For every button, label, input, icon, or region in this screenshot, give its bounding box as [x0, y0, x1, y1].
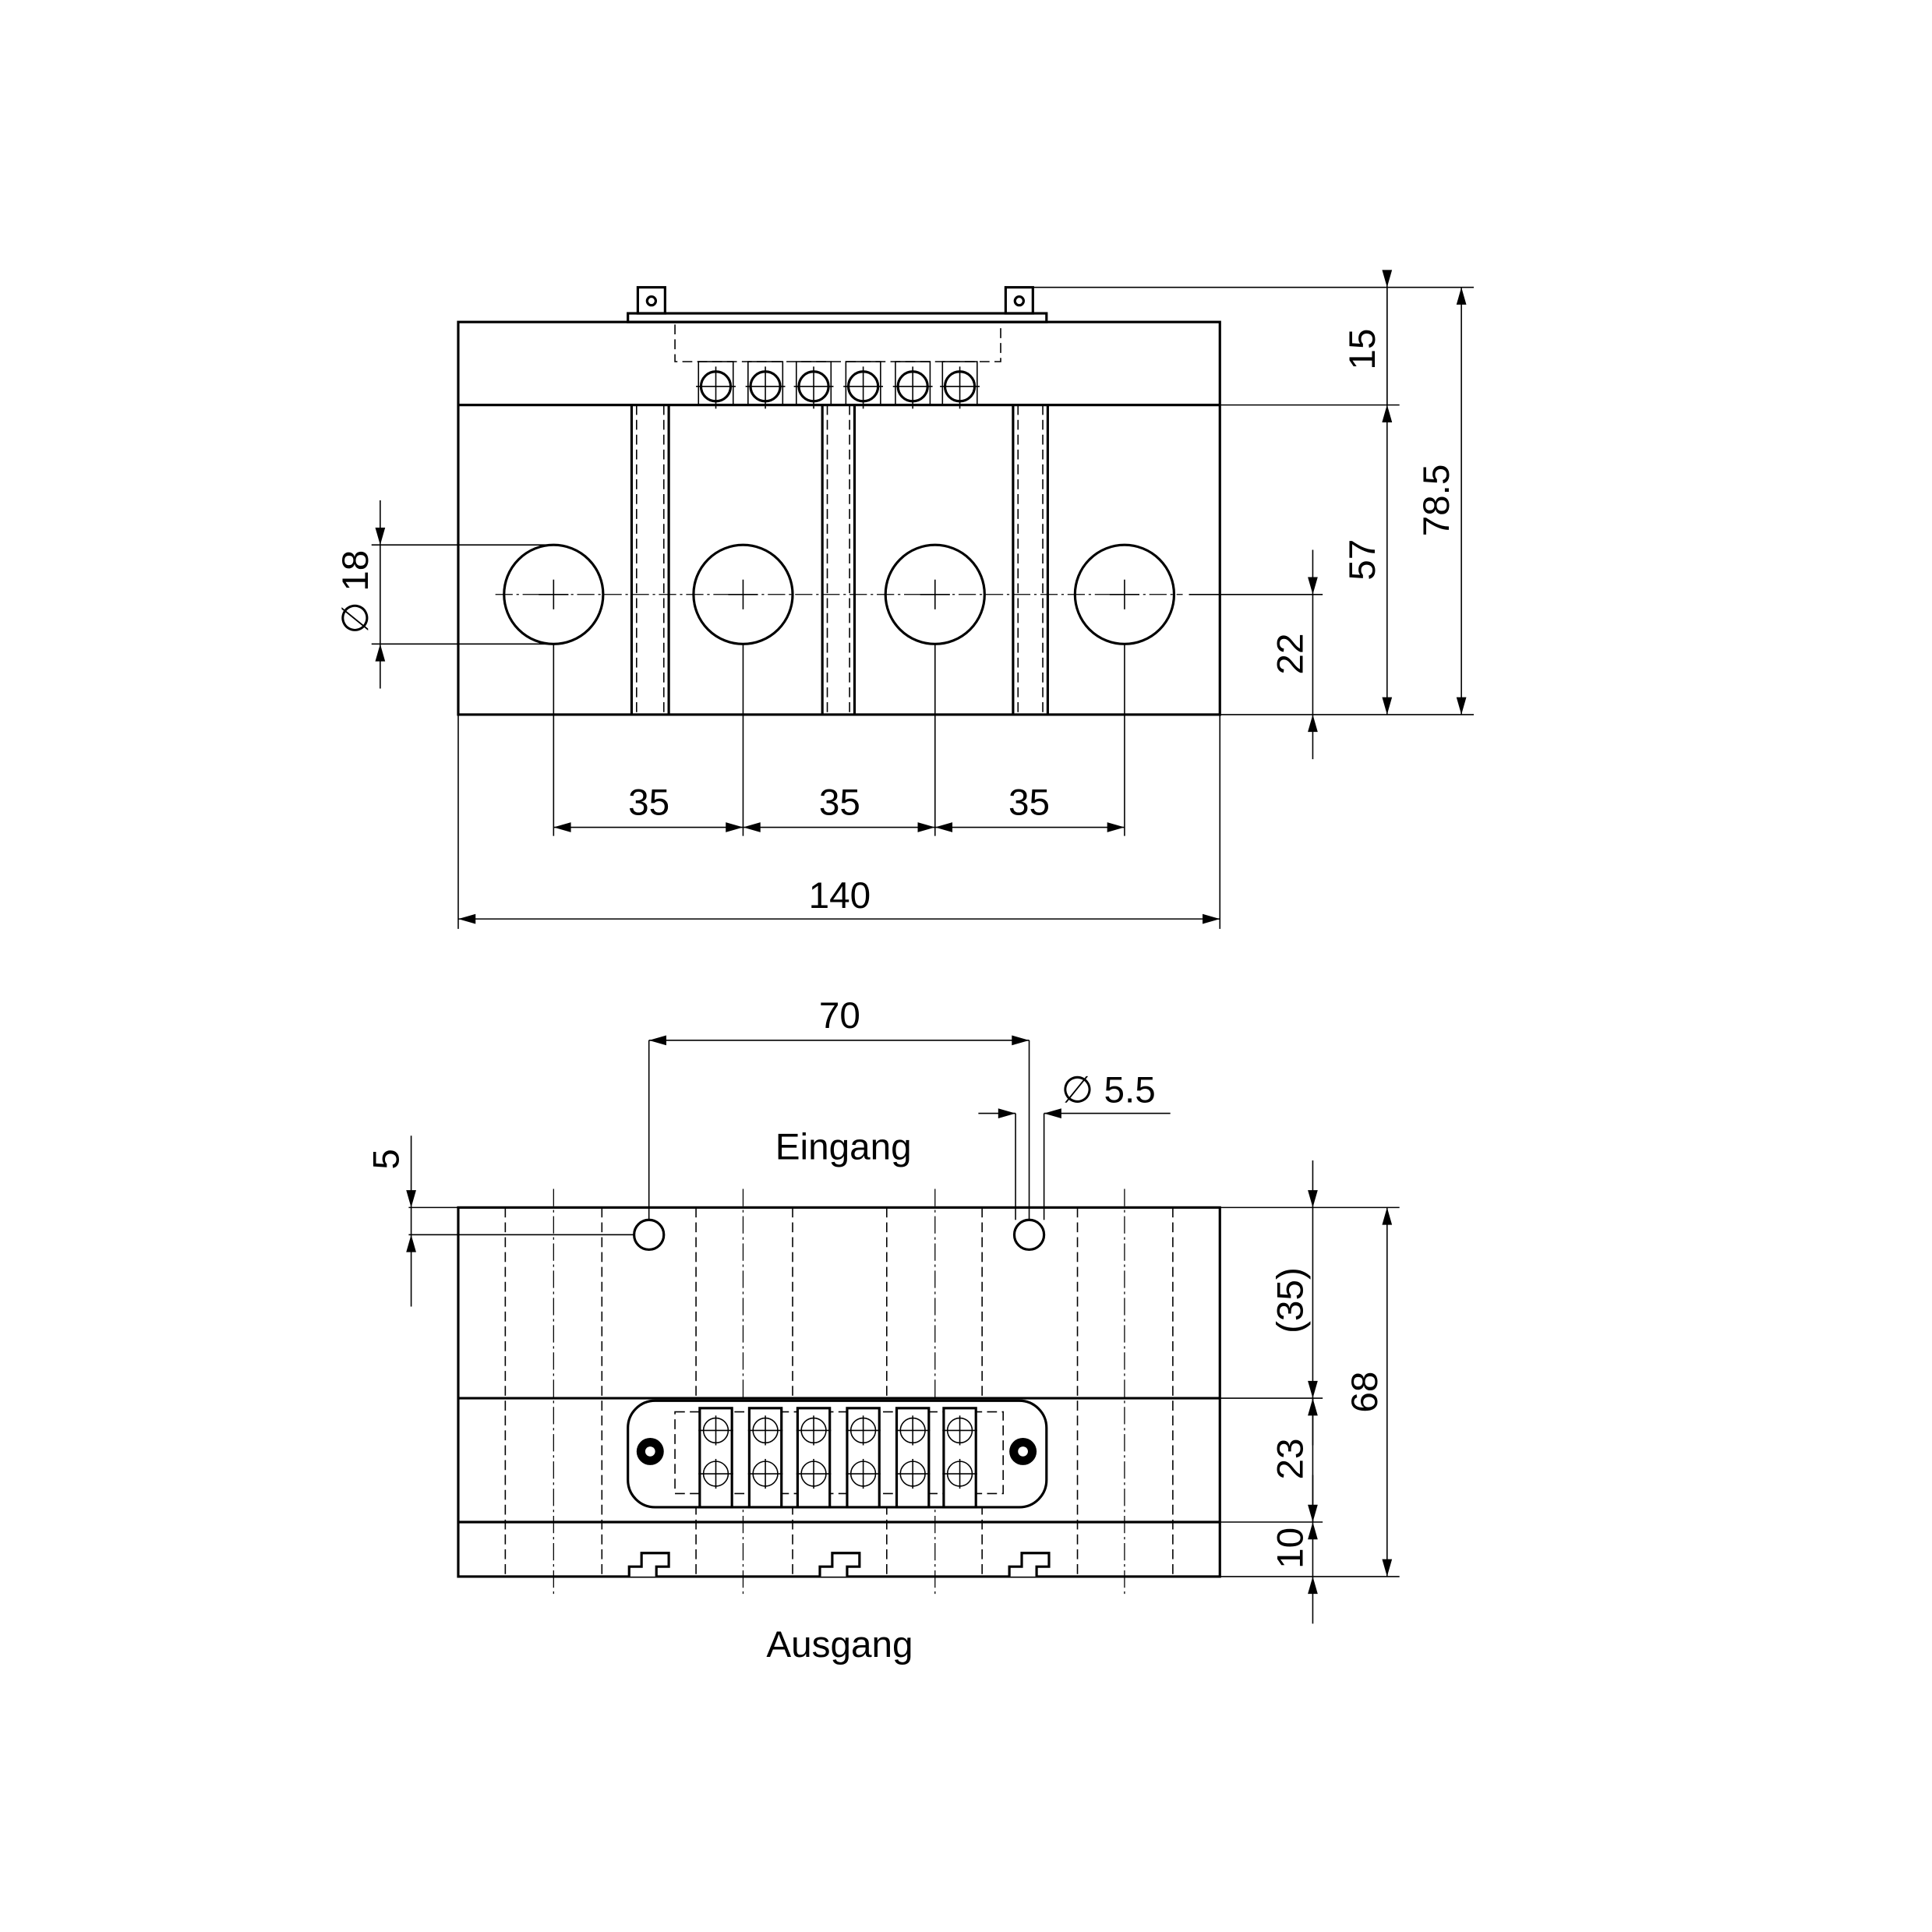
arrowhead-icon [1382, 1559, 1393, 1577]
dim-label-35-ref: (35) [1270, 1267, 1312, 1333]
terminal-housing [698, 361, 734, 406]
mounting-slots [627, 1552, 1051, 1577]
arrowhead-icon [1308, 1504, 1318, 1523]
arrowhead-icon [375, 644, 386, 662]
connector-plate [627, 312, 1048, 323]
top-view [457, 286, 1221, 716]
arrowhead-icon [743, 822, 761, 832]
dimension-lines [375, 270, 1467, 1624]
screw-slot [1018, 1446, 1028, 1457]
tab-hole-icon [1013, 295, 1025, 307]
mount-hole-left [633, 1218, 666, 1251]
dim-label-57: 57 [1342, 539, 1383, 581]
dim-label-78-5: 78.5 [1416, 464, 1457, 537]
arrowhead-icon [917, 822, 935, 832]
dim-label-hole-diameter: ∅ 18 [335, 550, 376, 634]
arrowhead-icon [553, 822, 571, 832]
mounting-slot [1008, 1552, 1051, 1577]
arrowhead-icon [1044, 1108, 1061, 1118]
dim-label-pitch: 35 [628, 782, 669, 824]
mounting-slot [818, 1552, 861, 1577]
arrowhead-icon [1308, 1380, 1318, 1399]
arrowhead-icon [648, 1035, 666, 1046]
dim-label-5: 5 [366, 1149, 408, 1170]
mount-tab-left [636, 286, 666, 315]
terminal-housing [845, 361, 881, 406]
arrowhead-icon [406, 1190, 416, 1208]
arrowhead-icon [998, 1108, 1016, 1118]
connector-hidden-outline [674, 324, 1001, 362]
bottom-dimensions [408, 1040, 1400, 1577]
arrowhead-icon [1382, 404, 1393, 422]
arrowhead-icon [1456, 287, 1467, 305]
arrowhead-icon [1308, 577, 1318, 595]
dim-label-mount-hole: ∅ 5.5 [1061, 1069, 1156, 1111]
dim-label-68: 68 [1344, 1372, 1386, 1413]
hidden-lines [504, 1189, 1174, 1598]
arrowhead-icon [1308, 1190, 1318, 1208]
dim-label-22: 22 [1270, 634, 1312, 675]
terminal-housing [795, 361, 832, 406]
arrowhead-icon [726, 822, 743, 832]
arrowhead-icon [375, 527, 386, 546]
mount-hole-right [1012, 1218, 1046, 1251]
label-eingang: Eingang [775, 1126, 912, 1167]
terminal-blocks [698, 1407, 977, 1509]
label-ausgang: Ausgang [766, 1624, 913, 1665]
terminal-screws-top [696, 361, 980, 409]
arrowhead-icon [1456, 697, 1467, 715]
arrowhead-icon [457, 913, 476, 924]
terminal-plate [627, 1399, 1048, 1509]
tab-hole-icon [645, 295, 658, 307]
dim-label-70: 70 [819, 995, 860, 1037]
top-dimensions [371, 286, 1475, 929]
top-body-outline [457, 320, 1221, 716]
arrowhead-icon [1382, 1207, 1393, 1225]
dim-label-10: 10 [1270, 1528, 1312, 1569]
arrowhead-icon [1308, 714, 1318, 733]
bottom-view [457, 1189, 1221, 1598]
arrowhead-icon [1107, 822, 1125, 832]
terminal-housing [895, 361, 931, 406]
terminal-housing [941, 361, 978, 406]
dim-label-23: 23 [1270, 1438, 1312, 1479]
mount-tab-right [1004, 286, 1034, 315]
arrowhead-icon [406, 1234, 416, 1252]
arrowhead-icon [1012, 1035, 1030, 1046]
arrowhead-icon [934, 822, 953, 832]
dim-label-pitch: 35 [819, 782, 860, 824]
screw-slot [645, 1446, 655, 1457]
separator-bars [630, 404, 1049, 715]
dim-label-width: 140 [809, 875, 871, 917]
mounting-slot [627, 1552, 670, 1577]
dim-label-15: 15 [1342, 329, 1383, 370]
arrowhead-icon [1203, 913, 1220, 924]
arrowhead-icon [1308, 1576, 1318, 1595]
terminal-hidden-outline [674, 1411, 1004, 1495]
arrowhead-icon [1382, 697, 1393, 715]
dim-label-pitch: 35 [1008, 782, 1050, 824]
terminal-housing [747, 361, 784, 406]
